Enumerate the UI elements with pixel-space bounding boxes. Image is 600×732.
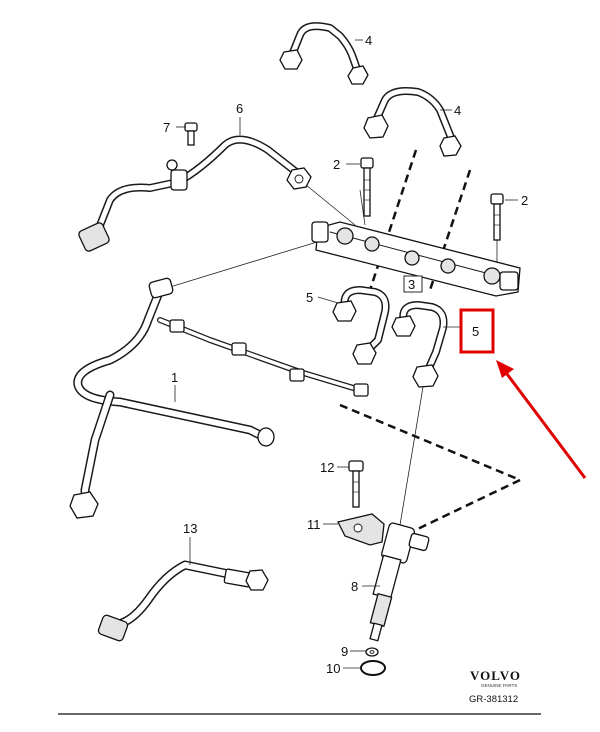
diagram-reference: GR-381312 [469, 694, 518, 705]
part-6-fuel-pipe [78, 135, 312, 252]
part-5-pipe-right [391, 301, 448, 388]
callout-11: 11 [307, 517, 321, 532]
part-2-bolt-right [490, 193, 504, 241]
callout-5-highlighted: 5 [472, 324, 479, 339]
leader-lines [174, 39, 518, 669]
callout-5-left: 5 [306, 290, 313, 305]
callout-10: 10 [326, 661, 340, 676]
highlight-arrow [505, 373, 587, 479]
part-2-bolt-left [360, 157, 374, 217]
callout-6: 6 [236, 101, 243, 116]
callout-12: 12 [320, 460, 334, 475]
part-4-upper-pipe-b [363, 87, 462, 157]
part-12-bolt [348, 460, 364, 508]
callout-4-middle: 4 [454, 103, 461, 118]
logo-subtext: GENUINE PARTS [481, 683, 517, 688]
callout-4-top: 4 [365, 33, 372, 48]
part-4-upper-pipe-a [279, 22, 369, 85]
callout-9: 9 [341, 644, 348, 659]
volvo-logo: VOLVO GENUINE PARTS [470, 668, 521, 688]
part-1-return-hose [69, 277, 369, 519]
part-9-washer [365, 647, 379, 657]
part-3-fuel-rail: 3 [311, 221, 521, 297]
part-10-o-ring [360, 660, 386, 676]
highlight-box [459, 308, 495, 354]
part-11-clamp [337, 513, 385, 546]
part-7-bolt [184, 122, 198, 146]
logo-brand: VOLVO [470, 668, 521, 683]
callout-2-left: 2 [333, 157, 340, 172]
callout-1: 1 [171, 370, 178, 385]
callout-labels: 1 2 2 4 4 5 6 7 8 9 10 11 12 13 [163, 33, 528, 676]
part-5-pipe-left [332, 286, 390, 365]
part-8-injector [369, 522, 430, 642]
callout-7: 7 [163, 120, 170, 135]
callout-13: 13 [183, 521, 197, 536]
highlight-annotation: 5 [459, 308, 587, 479]
part-13-leakoff-pipe [97, 560, 269, 642]
connector-lines [169, 179, 498, 526]
highlight-arrow-head [496, 360, 514, 378]
callout-2-right: 2 [521, 193, 528, 208]
callout-3: 3 [408, 277, 415, 292]
callout-8: 8 [351, 579, 358, 594]
